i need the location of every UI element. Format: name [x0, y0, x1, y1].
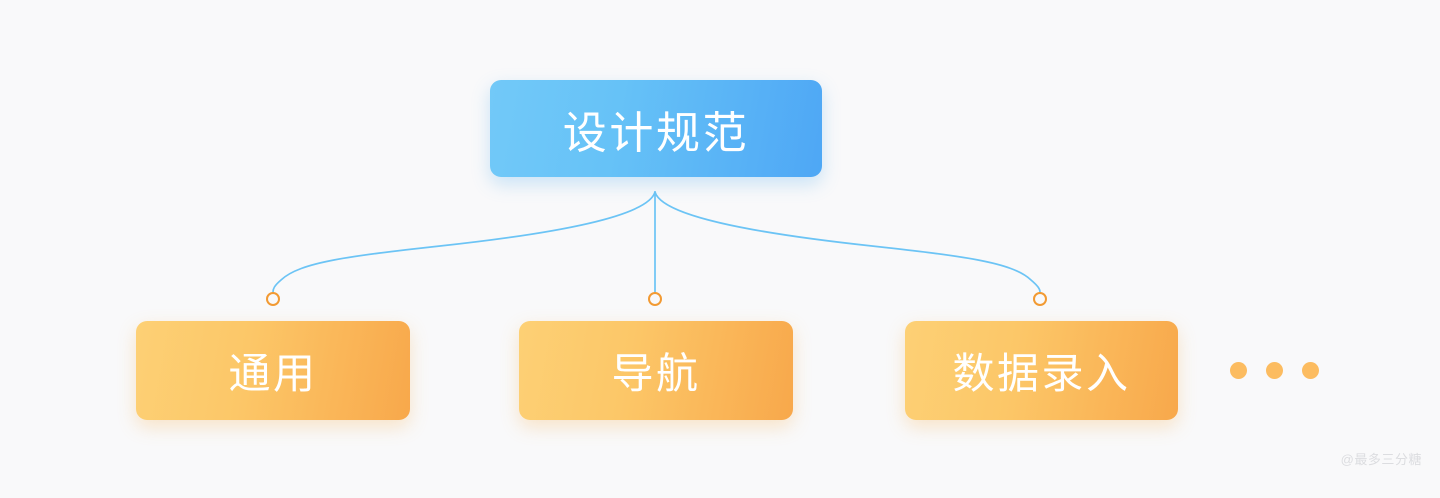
watermark: @最多三分糖 [1340, 452, 1422, 467]
connector-path-right [654, 191, 1041, 293]
node-root-label: 设计规范 [562, 108, 750, 158]
overflow-ellipsis-indicator[interactable] [1230, 362, 1319, 379]
connector-endpoint-1 [266, 292, 280, 306]
connector-endpoint-3 [1033, 292, 1047, 306]
ellipsis-dot-icon [1302, 362, 1319, 379]
node-child-label: 通用 [228, 350, 318, 397]
connector-path-left [272, 191, 656, 293]
node-child-data-entry[interactable]: 数据录入 [905, 321, 1178, 420]
node-root-design-spec[interactable]: 设计规范 [490, 80, 822, 177]
ellipsis-dot-icon [1266, 362, 1283, 379]
connector-endpoint-2 [648, 292, 662, 306]
node-child-label: 导航 [611, 350, 701, 397]
node-child-navigation[interactable]: 导航 [519, 321, 793, 420]
ellipsis-dot-icon [1230, 362, 1247, 379]
node-child-general[interactable]: 通用 [136, 321, 410, 420]
node-child-label: 数据录入 [952, 350, 1131, 397]
